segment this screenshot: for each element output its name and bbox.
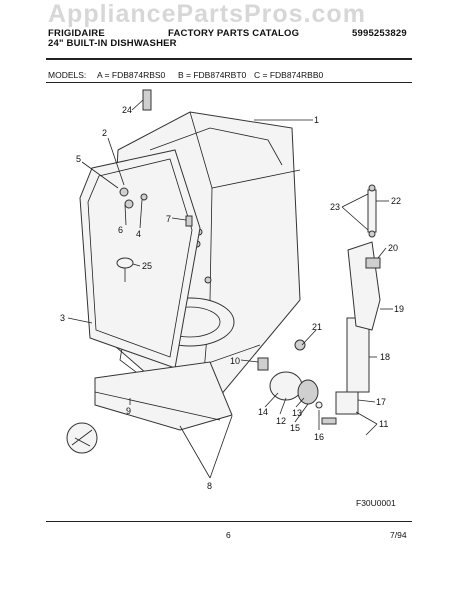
callout-17: 17 xyxy=(376,397,386,407)
base-toe-kick xyxy=(94,361,233,431)
callout-5: 5 xyxy=(76,154,81,164)
callout-20: 20 xyxy=(388,243,398,253)
models-label: MODELS: xyxy=(48,70,87,80)
models-rule xyxy=(46,82,412,83)
revision-date: 7/94 xyxy=(390,530,407,540)
part-24-plug xyxy=(142,89,152,111)
part-23a xyxy=(368,184,376,192)
watermark: AppliancePartsPros.com xyxy=(48,0,366,28)
callout-23: 23 xyxy=(330,202,340,212)
part-22 xyxy=(367,189,377,233)
callout-2: 2 xyxy=(102,128,107,138)
page-number: 6 xyxy=(226,530,231,540)
part-17-bracket xyxy=(335,391,359,415)
callout-18: 18 xyxy=(380,352,390,362)
callout-24: 24 xyxy=(122,105,132,115)
header-rule xyxy=(46,58,412,60)
callout-22: 22 xyxy=(391,196,401,206)
callout-16: 16 xyxy=(314,432,324,442)
part-19-duct xyxy=(347,241,381,331)
model-c: C = FDB874RBB0 xyxy=(254,70,324,80)
callout-19: 19 xyxy=(394,304,404,314)
callout-11: 11 xyxy=(379,419,388,429)
brand-name: FRIGIDAIRE xyxy=(48,28,105,39)
part-23b xyxy=(368,230,376,238)
callout-10: 10 xyxy=(230,356,240,366)
tub-part-6b xyxy=(124,199,134,209)
callout-15: 15 xyxy=(290,423,300,433)
pump-motor-cluster xyxy=(257,339,323,409)
part-20 xyxy=(365,257,381,269)
publication-number: 5995253829 xyxy=(352,28,407,39)
callout-8: 8 xyxy=(207,481,212,491)
part-18 xyxy=(346,317,370,393)
figure-code: F30U0001 xyxy=(356,498,396,508)
part-16 xyxy=(321,417,337,425)
catalog-section: FACTORY PARTS CATALOG xyxy=(168,28,300,39)
part-15-detail xyxy=(66,422,98,454)
callout-6: 6 xyxy=(118,225,123,235)
callout-1: 1 xyxy=(314,115,319,125)
callout-labels: 1 2 3 4 5 6 7 8 9 10 11 12 13 14 15 16 1… xyxy=(60,105,404,491)
part-25 xyxy=(116,257,134,269)
callout-3: 3 xyxy=(60,313,65,323)
tub-part-4 xyxy=(140,193,148,201)
callout-9: 9 xyxy=(126,406,131,416)
callout-7: 7 xyxy=(166,214,171,224)
tub-part-6 xyxy=(119,187,129,197)
product-title: 24" BUILT-IN DISHWASHER xyxy=(48,38,177,49)
callout-21: 21 xyxy=(312,322,322,332)
model-b: B = FDB874RBT0 xyxy=(178,70,247,80)
callout-12: 12 xyxy=(276,416,286,426)
callout-4: 4 xyxy=(136,229,141,239)
leader-lines xyxy=(67,99,393,479)
footer-rule xyxy=(46,521,412,522)
callout-25: 25 xyxy=(142,261,152,271)
callout-13: 13 xyxy=(292,408,302,418)
model-a: A = FDB874RBS0 xyxy=(97,70,166,80)
tub-part-7 xyxy=(185,215,193,227)
callout-14: 14 xyxy=(258,407,268,417)
